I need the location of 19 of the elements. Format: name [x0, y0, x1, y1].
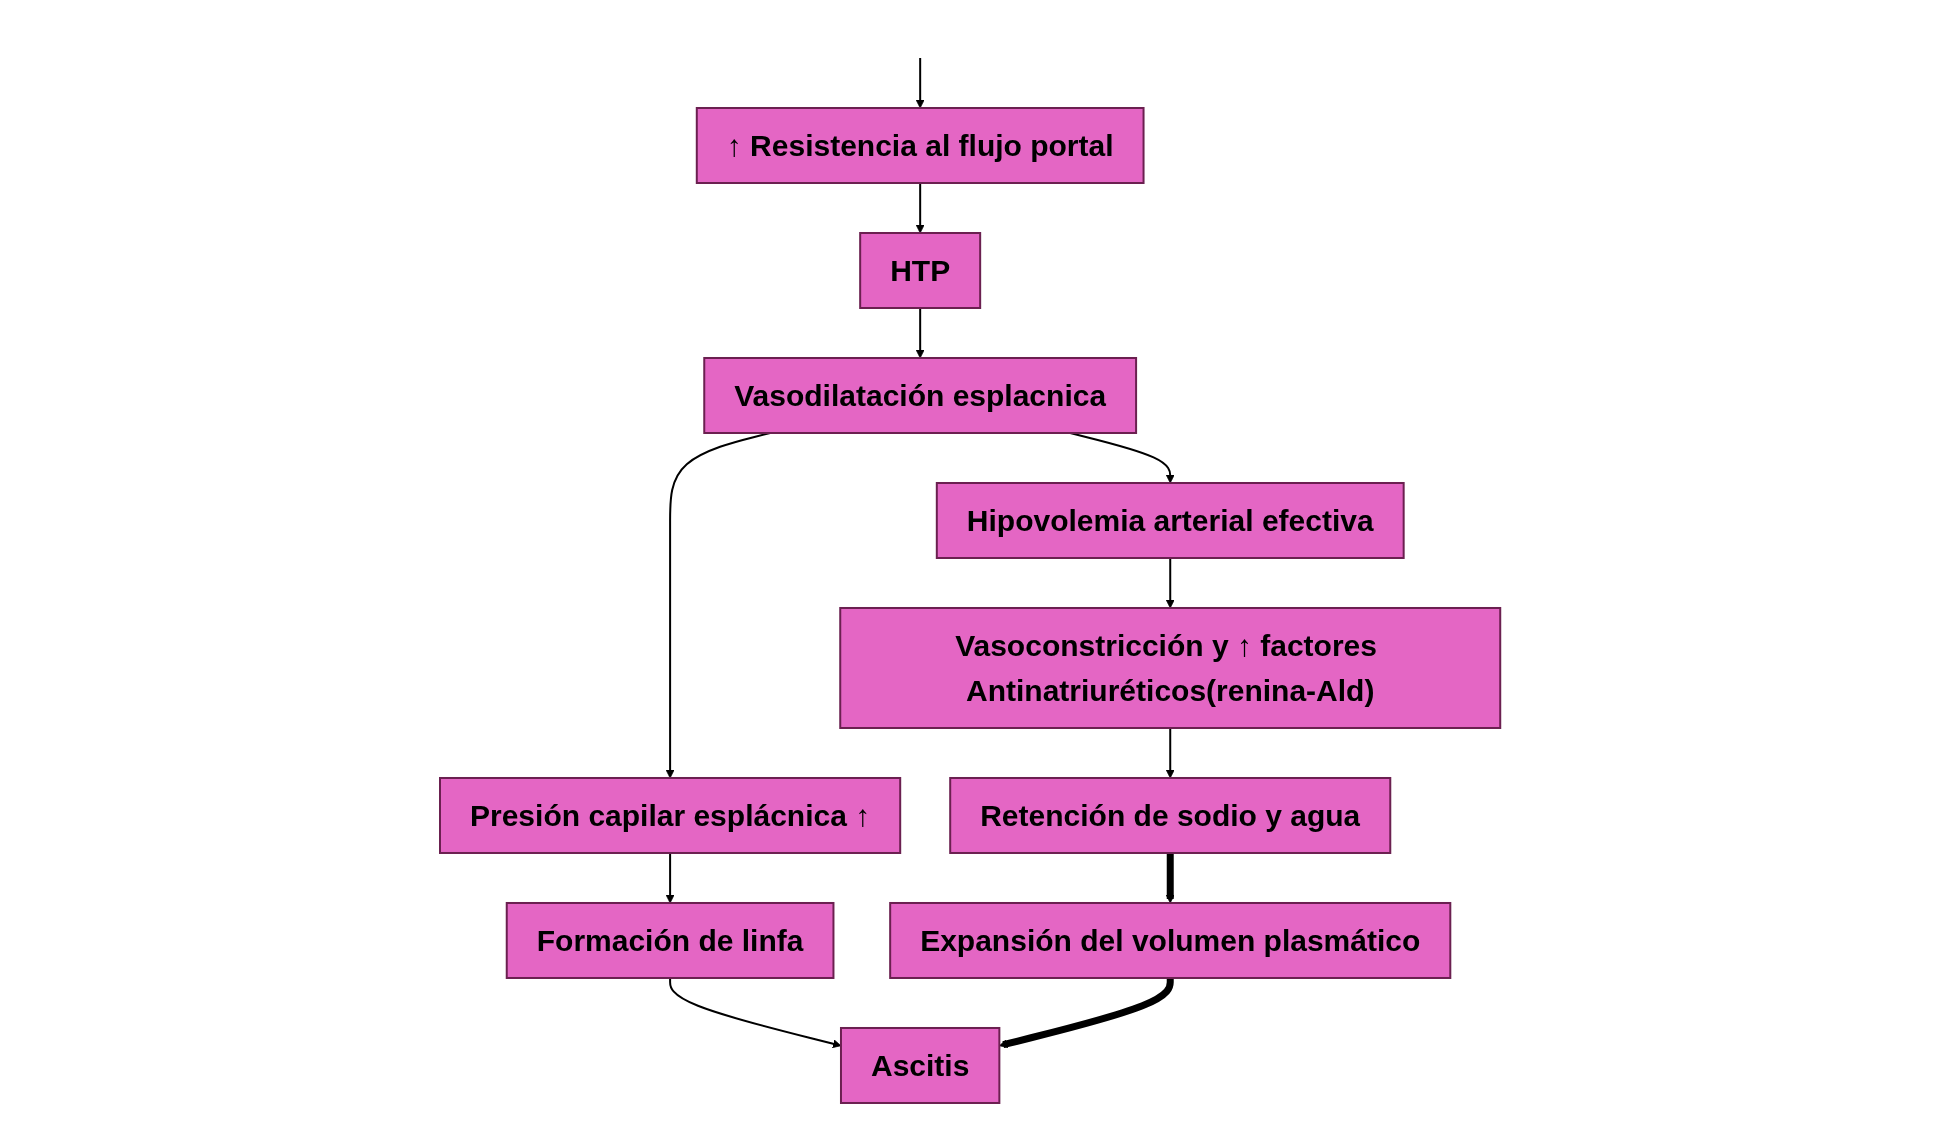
arrow	[1165, 726, 1175, 778]
arrow	[915, 56, 925, 108]
arrow	[665, 431, 771, 778]
node-box	[889, 901, 1452, 979]
node-box	[505, 901, 835, 979]
node-box	[438, 776, 902, 854]
arrow	[665, 851, 675, 903]
node-box	[949, 776, 1392, 854]
node-box	[839, 1026, 1001, 1104]
node-box	[703, 356, 1137, 434]
node-box	[695, 106, 1145, 184]
node-box	[935, 481, 1405, 559]
node-box	[839, 606, 1502, 729]
arrow	[1069, 431, 1175, 483]
arrow	[915, 306, 925, 358]
arrow	[915, 181, 925, 233]
arrow	[1165, 852, 1175, 903]
arrow	[1165, 556, 1175, 608]
node-box	[859, 231, 982, 309]
